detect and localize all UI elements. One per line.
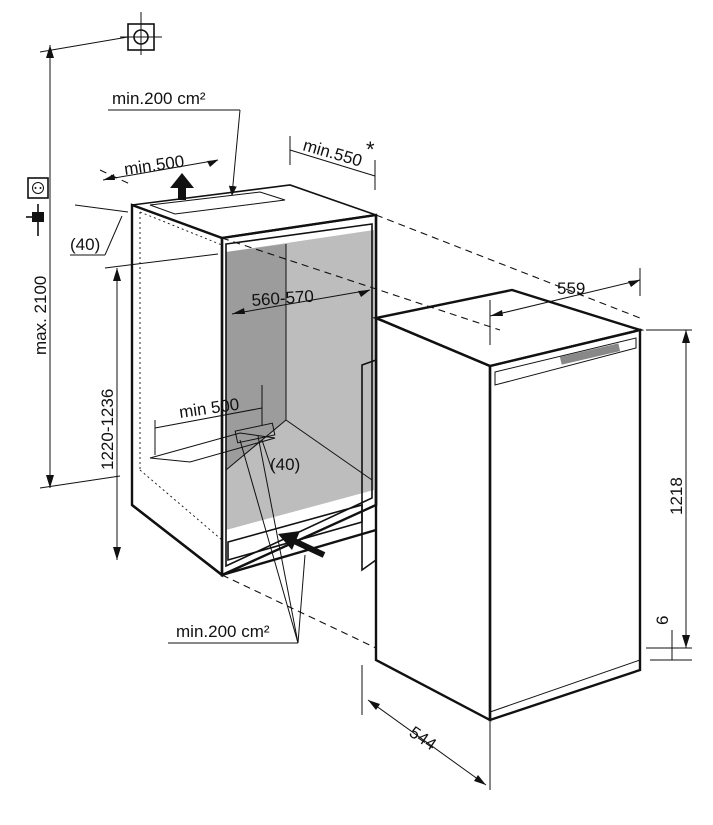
niche-cabinet (130, 184, 378, 578)
bottom-vent-dimension (168, 435, 306, 644)
top-vent-dimension (108, 109, 241, 196)
top-depth-dimension (102, 159, 219, 181)
appliance-height-dimension (646, 329, 692, 649)
niche-width-label: 560-570 (251, 287, 315, 310)
plinth-dimension (650, 630, 692, 661)
max-height-dimension (39, 45, 121, 489)
appliance-height-label: 1218 (667, 477, 686, 515)
floor-vent (149, 432, 276, 463)
appliance-width-label: 559 (557, 279, 585, 298)
appliance (361, 288, 645, 722)
airflow-up-arrow-icon (170, 173, 194, 200)
socket-icon (27, 177, 49, 199)
crosshair-icon (39, 12, 162, 55)
top-gap-label: (40) (70, 235, 100, 254)
appliance-depth-dimension (361, 665, 491, 790)
max-height-label: max. 2100 (31, 276, 50, 355)
niche-height-dimension (104, 253, 219, 560)
floor-gap-dimension (261, 439, 273, 471)
top-gap-dimension (70, 204, 129, 256)
rear-depth-label: min.550 (301, 136, 364, 171)
plinth-height-label: 6 (653, 616, 672, 625)
airflow-in-arrow-icon (278, 531, 326, 558)
bottom-vent-area-label: min.200 cm² (176, 622, 270, 641)
floor-depth-dimension (154, 385, 263, 455)
floor-gap-label: (40) (270, 455, 300, 474)
niche-width-dimension (231, 289, 371, 315)
appliance-depth-label: 544 (406, 723, 440, 755)
floor-opening (234, 422, 276, 444)
plug-icon (26, 204, 44, 236)
top-vent (149, 191, 286, 215)
top-depth-label: min.500 (123, 152, 186, 179)
top-vent-area-label: min.200 cm² (112, 89, 206, 108)
rear-asterisk: * (366, 137, 375, 162)
niche-height-label: 1220-1236 (98, 389, 117, 470)
appliance-width-dimension (489, 268, 641, 345)
rear-depth-dimension (289, 136, 376, 190)
